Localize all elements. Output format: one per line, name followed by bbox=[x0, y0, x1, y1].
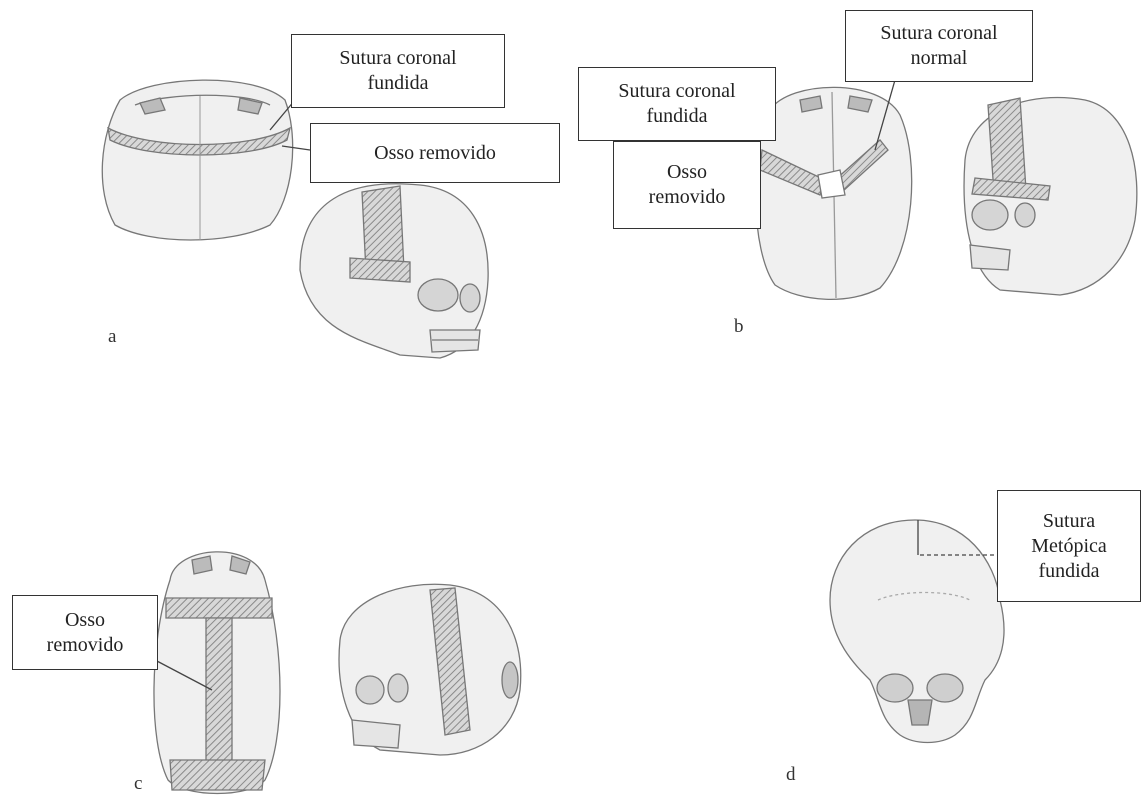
label-b-normal-line2: normal bbox=[911, 46, 968, 71]
label-d-metopic-line3: fundida bbox=[1038, 559, 1099, 584]
panel-letter-d: d bbox=[786, 764, 796, 786]
label-d-fused-metopic-suture: Sutura Metópica fundida bbox=[997, 490, 1141, 602]
label-c-removed-line2: removido bbox=[47, 633, 124, 658]
label-d-metopic-line1: Sutura bbox=[1043, 509, 1095, 534]
panel-letter-a: a bbox=[108, 326, 116, 348]
panel-letter-c: c bbox=[134, 773, 142, 795]
panel-a-side-skull bbox=[300, 184, 488, 358]
panel-a-top-skull bbox=[102, 80, 292, 240]
label-a-removed-text: Osso removido bbox=[374, 141, 496, 166]
label-b-removed-line2: removido bbox=[649, 185, 726, 210]
panel-c-top-skull bbox=[154, 552, 280, 794]
panel-letter-b: b bbox=[734, 316, 744, 338]
panel-b-top-skull bbox=[756, 87, 912, 299]
panel-d-top-skull bbox=[830, 520, 1004, 743]
label-a-fused-line1: Sutura coronal bbox=[339, 46, 456, 71]
label-d-metopic-line2: Metópica bbox=[1031, 534, 1107, 559]
label-b-fused-line2: fundida bbox=[646, 104, 707, 129]
label-b-normal-coronal-suture: Sutura coronal normal bbox=[845, 10, 1033, 82]
label-c-removed-line1: Osso bbox=[65, 608, 105, 633]
panel-b-side-skull bbox=[964, 98, 1137, 296]
panel-c-side-skull bbox=[339, 584, 521, 755]
label-b-fused-coronal-suture: Sutura coronal fundida bbox=[578, 67, 776, 141]
label-b-normal-line1: Sutura coronal bbox=[880, 21, 997, 46]
label-a-bone-removed: Osso removido bbox=[310, 123, 560, 183]
label-b-fused-line1: Sutura coronal bbox=[618, 79, 735, 104]
label-b-bone-removed: Osso removido bbox=[613, 141, 761, 229]
label-b-removed-line1: Osso bbox=[667, 160, 707, 185]
label-a-fused-coronal-suture: Sutura coronal fundida bbox=[291, 34, 505, 108]
label-c-bone-removed: Osso removido bbox=[12, 595, 158, 670]
label-a-fused-line2: fundida bbox=[367, 71, 428, 96]
